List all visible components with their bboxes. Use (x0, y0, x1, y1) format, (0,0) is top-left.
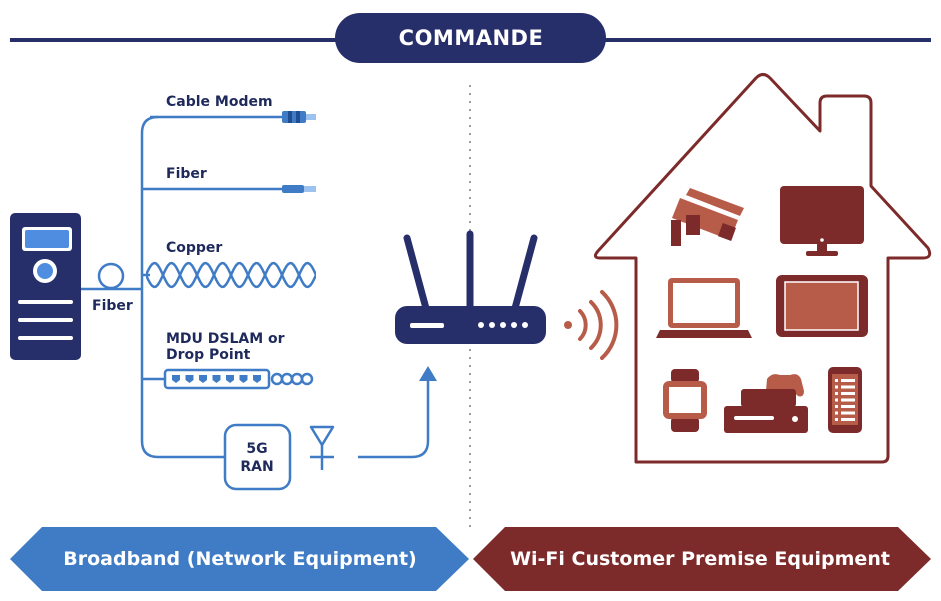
banner-wifi-cpe-label: Wi-Fi Customer Premise Equipment (510, 548, 890, 570)
fiber-trunk (81, 262, 142, 291)
copper-label: Copper (166, 240, 222, 256)
twisted-pair-icon (146, 261, 316, 289)
coax-connector-icon (282, 111, 316, 123)
phone-list-bullet (835, 405, 838, 408)
phone-list-bullet (835, 418, 838, 421)
security-camera-icon (671, 188, 744, 246)
dslam-port (226, 375, 234, 383)
branch-copper: Copper (142, 240, 316, 289)
router-icon (395, 230, 546, 344)
dslam-port (239, 375, 248, 383)
cable-modem-label: Cable Modem (166, 94, 273, 110)
wifi-signal-icon (564, 290, 619, 360)
banner-broadband-label: Broadband (Network Equipment) (63, 548, 416, 570)
distribution-trunk (140, 115, 225, 459)
branch-5g-ran: 5G RAN (223, 366, 437, 491)
fiber-loop-icon (97, 262, 125, 290)
dslam-panel-icon (163, 368, 271, 390)
laptop-icon (656, 278, 752, 338)
phone-list-bullet (835, 385, 838, 389)
branch-mdu-dslam: MDU DSLAM or Drop Point (142, 331, 314, 390)
banner-broadband: Broadband (Network Equipment) (10, 527, 469, 591)
phone-list-line (841, 405, 855, 408)
phone-list-line (841, 385, 855, 389)
phone-list-bullet (835, 398, 838, 402)
uplink-arrow-icon (419, 366, 437, 381)
ran-box (223, 423, 292, 491)
dslam-port (172, 375, 180, 383)
dslam-port (253, 375, 261, 383)
fiber-branch-label: Fiber (166, 166, 207, 182)
page-title: COMMANDE (399, 26, 544, 50)
dslam-port (185, 375, 194, 383)
monitor-icon (780, 186, 864, 256)
phone-list-bullet (835, 379, 838, 382)
phone-list-line (841, 392, 855, 395)
phone-list-line (841, 379, 855, 382)
fiber-source-label: Fiber (92, 298, 133, 314)
phone-list-line (841, 398, 855, 402)
house-outline (593, 73, 932, 464)
ran-to-router-link (358, 378, 430, 459)
mdu-label-line1: MDU DSLAM or (166, 331, 285, 347)
fiber-connector-icon (282, 185, 316, 193)
ran-label-line2: RAN (240, 459, 273, 475)
smartphone-icon (828, 367, 862, 433)
banner-wifi-cpe: Wi-Fi Customer Premise Equipment (473, 527, 931, 591)
antenna-icon (309, 425, 335, 470)
header: COMMANDE (10, 13, 931, 63)
branch-fiber: Fiber (142, 166, 316, 193)
smartwatch-icon (663, 369, 707, 432)
phone-list-bullet (835, 392, 838, 395)
phone-list-bullet (835, 411, 838, 415)
mdu-label-line2: Drop Point (166, 347, 251, 363)
ran-label-line1: 5G (246, 441, 267, 457)
server-icon (10, 213, 81, 360)
dslam-cable-coil (270, 372, 314, 386)
game-console-icon (724, 374, 808, 433)
header-pill (335, 13, 606, 63)
dslam-port (212, 375, 221, 383)
phone-list-line (841, 411, 855, 415)
tablet-icon (776, 275, 868, 337)
branch-cable-modem: Cable Modem (150, 94, 316, 123)
phone-list-line (841, 418, 855, 421)
dslam-port (199, 375, 207, 383)
